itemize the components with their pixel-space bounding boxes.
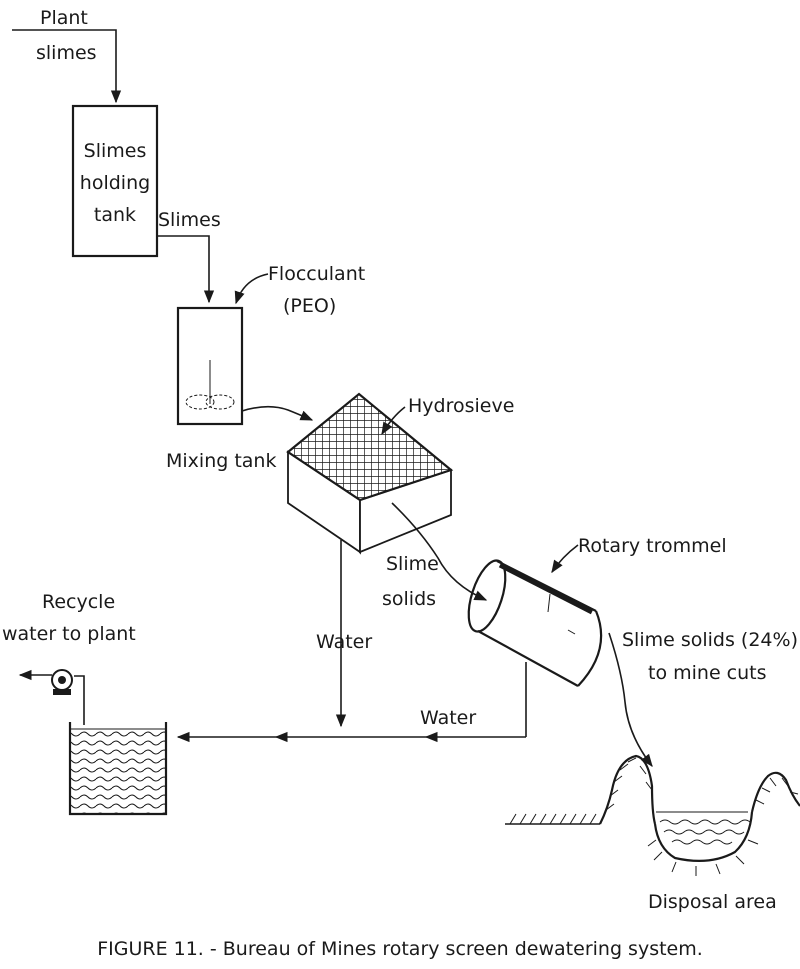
plant-slimes-feed-arrow bbox=[12, 29, 122, 104]
mixing-tank-box bbox=[176, 306, 244, 426]
mixing-tank-label: Mixing tank bbox=[166, 450, 276, 472]
plant-slimes-label-line1: Plant bbox=[40, 7, 88, 29]
flocculant-label-line2: (PEO) bbox=[283, 295, 336, 317]
slimes-flow-arrow bbox=[157, 235, 215, 304]
slime-solids-arrow bbox=[391, 502, 488, 601]
tank-water-waves bbox=[70, 730, 166, 814]
holding-tank-label-line3: tank bbox=[94, 204, 136, 226]
slime-solids-label-line2: solids bbox=[382, 588, 436, 610]
slime-out-arrow bbox=[608, 632, 653, 768]
left-mound bbox=[599, 754, 657, 825]
disposal-pit bbox=[653, 811, 754, 863]
disposal-area-label: Disposal area bbox=[648, 891, 777, 913]
plant-slimes-inlet: Plant slimes bbox=[12, 7, 122, 104]
slime-out-label-line2: to mine cuts bbox=[648, 662, 767, 684]
holding-tank-box bbox=[71, 104, 159, 258]
trommel-bottom-edge bbox=[477, 630, 579, 687]
figure-caption: FIGURE 11. - Bureau of Mines rotary scre… bbox=[97, 938, 703, 960]
holding-tank-label-line1: Slimes bbox=[84, 140, 147, 162]
recycle-label-line1: Recycle bbox=[42, 591, 115, 613]
rotary-trommel-leader-arrow bbox=[551, 544, 579, 574]
slime-solids-out: Slime solids (24%) to mine cuts bbox=[608, 629, 798, 768]
slime-solids-flow: Slime solids bbox=[382, 502, 488, 610]
mixing-to-hydrosieve-arrow bbox=[241, 405, 314, 421]
agitator-icon bbox=[185, 360, 235, 410]
flocculant-feed: Flocculant (PEO) bbox=[234, 263, 365, 317]
water-label-left: Water bbox=[316, 631, 372, 653]
rotary-trommel: Rotary trommel bbox=[467, 535, 727, 687]
hydrosieve-label: Hydrosieve bbox=[408, 395, 514, 417]
slimes-holding-tank: Slimes holding tank bbox=[71, 104, 159, 258]
disposal-area: Disposal area bbox=[505, 754, 800, 913]
water-return-lines: Water Water bbox=[176, 540, 527, 743]
slime-out-label-line1: Slime solids (24%) bbox=[622, 629, 798, 651]
recycle-label-line2: water to plant bbox=[2, 623, 136, 645]
mixing-tank: Mixing tank bbox=[166, 306, 314, 472]
right-mound bbox=[750, 771, 800, 813]
pump-suction-line bbox=[74, 675, 85, 725]
hydrosieve: Hydrosieve bbox=[286, 392, 514, 555]
slimes-flow-label: Slimes bbox=[158, 209, 221, 231]
slime-solids-label-line1: Slime bbox=[386, 553, 439, 575]
hydrosieve-screen-top bbox=[286, 392, 454, 502]
plant-slimes-label-line2: slimes bbox=[36, 42, 97, 64]
trommel-far-end bbox=[577, 610, 603, 687]
water-label-right: Water bbox=[420, 707, 476, 729]
trommel-open-end bbox=[467, 559, 507, 633]
flocculant-label-line1: Flocculant bbox=[268, 263, 365, 285]
rotary-trommel-label: Rotary trommel bbox=[578, 535, 727, 557]
recycle-tank-walls bbox=[68, 722, 168, 816]
hydrosieve-leader-arrow bbox=[381, 406, 406, 436]
slimes-flow: Slimes bbox=[157, 209, 221, 304]
holding-tank-label-line2: holding bbox=[80, 172, 150, 194]
flocculant-arrow bbox=[234, 273, 269, 305]
recycle-water-tank bbox=[68, 722, 168, 816]
recycle-pump: Recycle water to plant bbox=[2, 591, 136, 725]
